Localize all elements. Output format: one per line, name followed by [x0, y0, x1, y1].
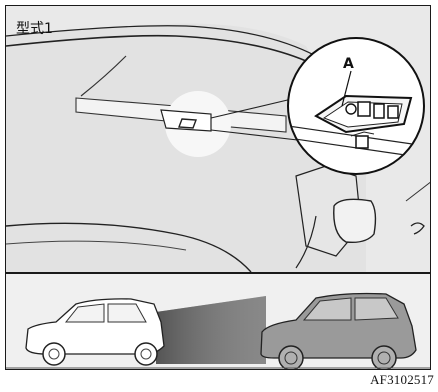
windshield-camera-panel: A 型式1 [6, 6, 430, 272]
vehicle-ahead-wheel-rear [372, 346, 396, 370]
door-handle [411, 223, 424, 234]
own-vehicle-wheel-rear [135, 343, 157, 365]
body-line [406, 181, 431, 201]
vehicle-ahead-wheel-front [279, 346, 303, 370]
windshield-camera-drawing: A [6, 6, 431, 272]
zoomed-lens [358, 102, 370, 116]
camera-sensor [179, 119, 196, 128]
type-label: 型式1 [16, 18, 53, 38]
side-mirror [334, 199, 376, 242]
figure-id: AF3102517 [370, 372, 434, 388]
illustration-frame: A 型式1 [5, 5, 431, 370]
following-distance-panel [6, 274, 430, 370]
vehicles-drawing [6, 274, 431, 370]
callout-label-a: A [343, 56, 354, 72]
own-vehicle-wheel-front [43, 343, 65, 365]
